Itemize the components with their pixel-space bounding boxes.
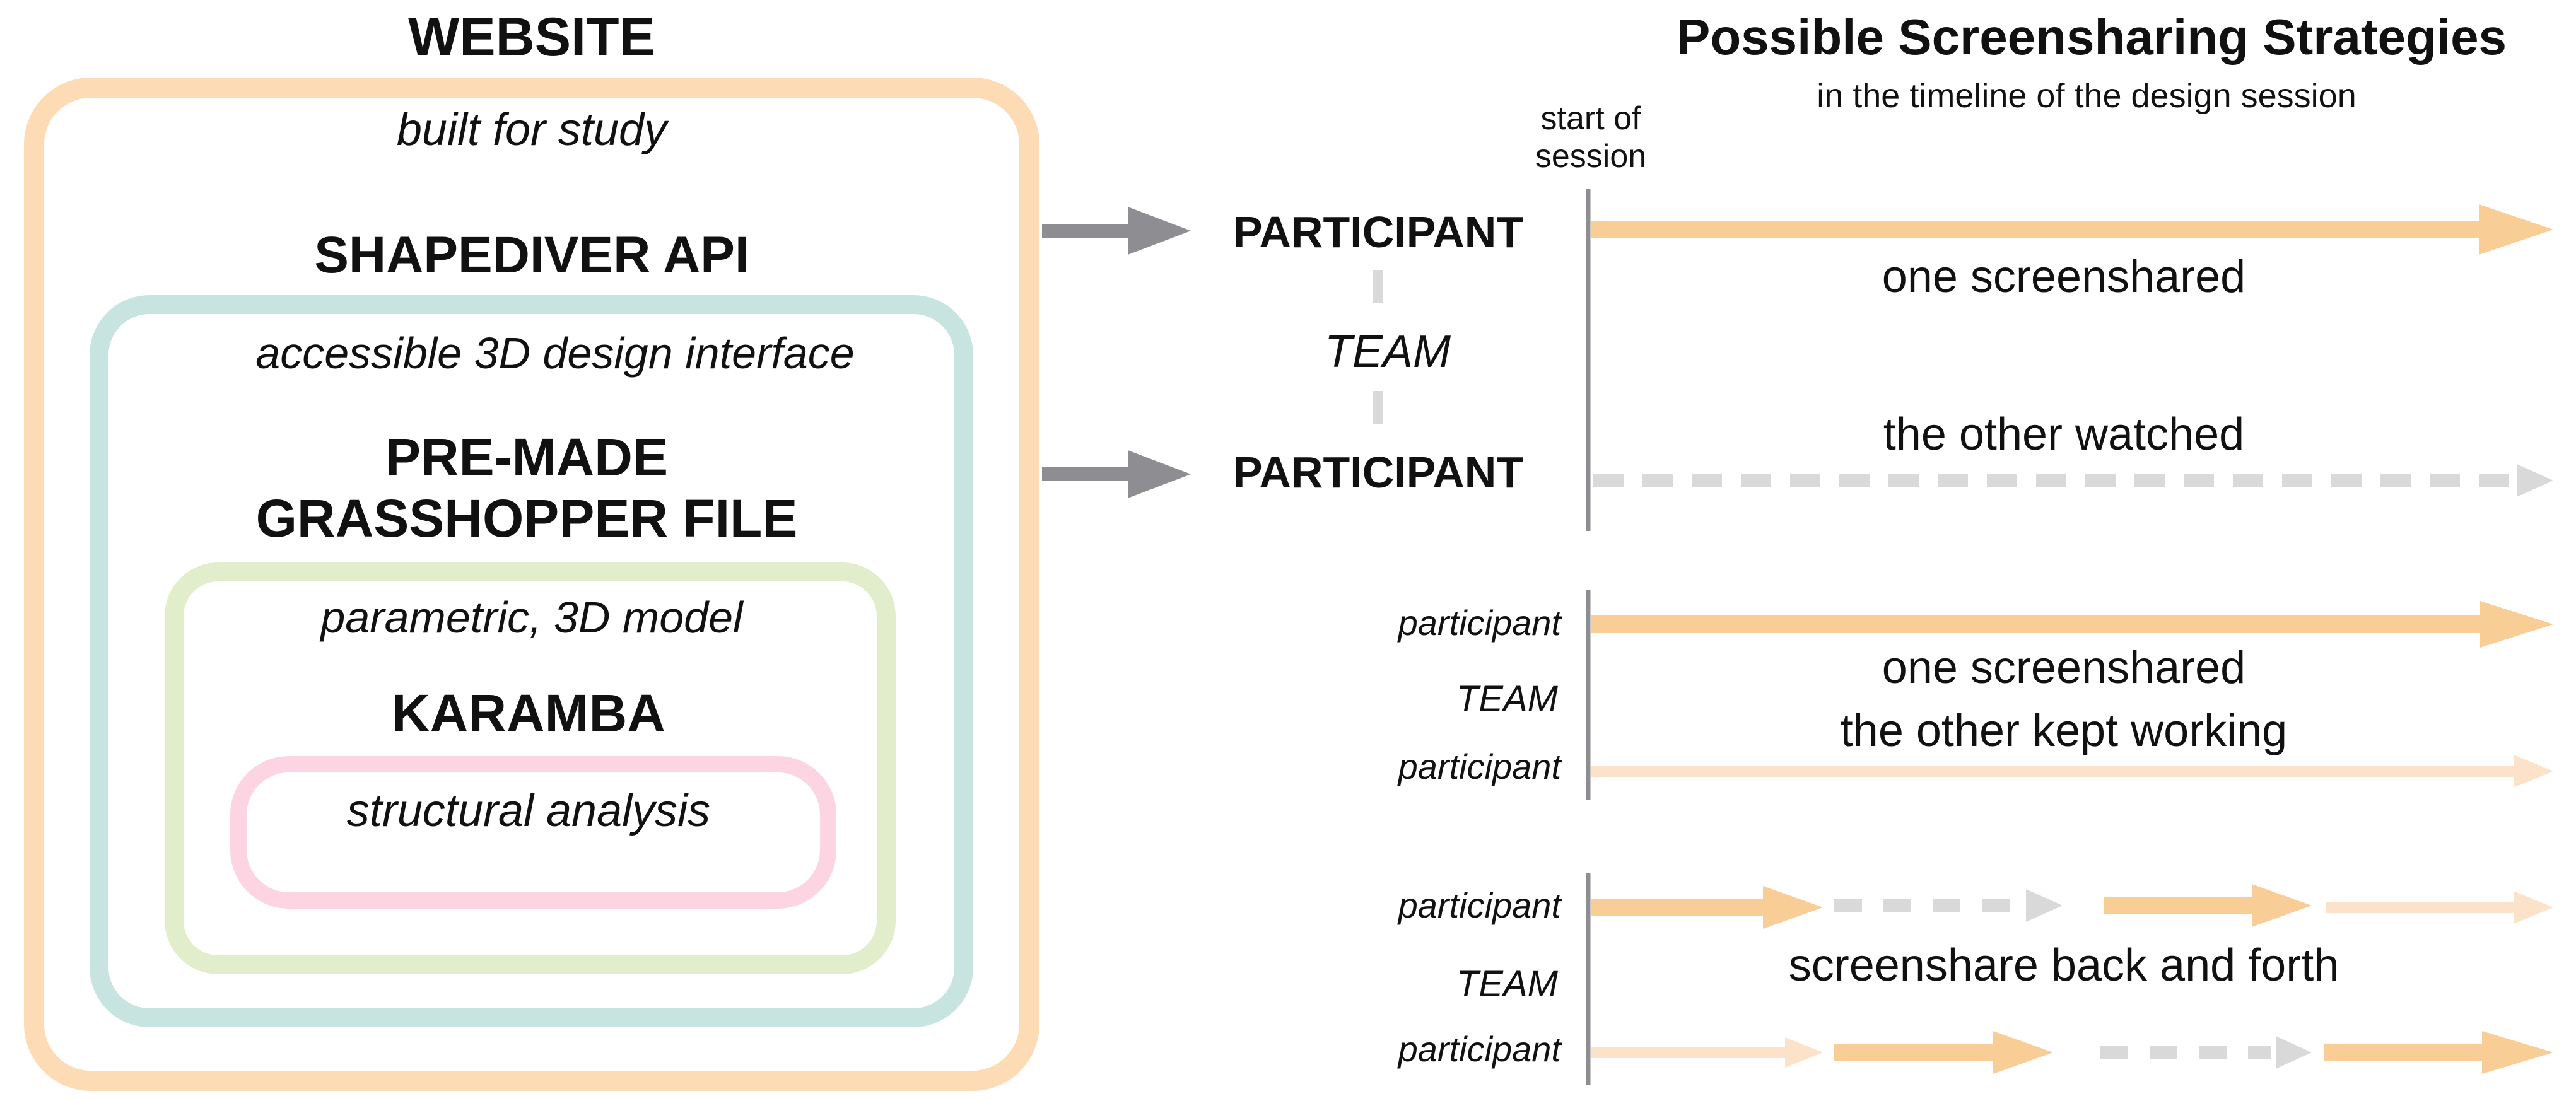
s3-bottom-segment-3: [2100, 1036, 2312, 1069]
s2-bottom-timeline-arrow: [1591, 755, 2553, 788]
s3-top-segment-3: [2104, 884, 2312, 927]
shapediver-box: [90, 295, 973, 1027]
start-label-line2: session: [1535, 138, 1646, 175]
karamba-title: KARAMBA: [392, 684, 665, 743]
connector-arrow-top: [1042, 207, 1191, 255]
strategies-subtitle: in the timeline of the design session: [1817, 77, 2356, 115]
website-subtitle: built for study: [397, 105, 669, 155]
karamba-box: [230, 756, 836, 909]
s3-bottom-segment-4: [2324, 1031, 2553, 1074]
website-title: WEBSITE: [408, 7, 655, 67]
s3-top-segment-1: [1591, 886, 1823, 929]
strategy-1: PARTICIPANT TEAM PARTICIPANT one screens…: [1233, 189, 2553, 531]
s1-caption-top: one screenshared: [1882, 252, 2245, 302]
karamba-subtitle: structural analysis: [347, 786, 710, 836]
s1-caption-bottom: the other watched: [1883, 409, 2244, 460]
s1-top-timeline-arrow: [1591, 204, 2553, 255]
website-box: [24, 78, 1039, 1091]
s1-bottom-participant-label: PARTICIPANT: [1233, 448, 1523, 497]
s3-top-segment-2: [1834, 889, 2063, 922]
grasshopper-box: [165, 562, 896, 974]
s2-top-timeline-arrow: [1591, 601, 2553, 648]
strategy-3: participant TEAM participant screenshare…: [1397, 873, 2553, 1085]
grasshopper-subtitle: parametric, 3D model: [319, 593, 744, 642]
s3-top-segment-4: [2326, 891, 2553, 924]
s3-caption: screenshare back and forth: [1789, 940, 2339, 991]
s2-team-label: TEAM: [1456, 679, 1559, 719]
s2-bottom-participant-label: participant: [1397, 747, 1563, 786]
s3-bottom-segment-2: [1834, 1031, 2053, 1074]
strategies-title: Possible Screensharing Strategies: [1677, 9, 2507, 65]
start-label-line1: start of: [1541, 100, 1641, 137]
s3-bottom-segment-1: [1591, 1037, 1823, 1068]
s3-bottom-participant-label: participant: [1397, 1029, 1563, 1069]
s3-top-participant-label: participant: [1397, 885, 1563, 925]
strategy-2: participant TEAM participant one screens…: [1397, 590, 2553, 800]
s3-team-label: TEAM: [1456, 964, 1559, 1005]
shapediver-subtitle: accessible 3D design interface: [255, 329, 854, 378]
connector-arrow-bottom: [1042, 450, 1191, 498]
shapediver-title: SHAPEDIVER API: [314, 226, 749, 284]
s2-caption-line1: one screenshared: [1882, 643, 2245, 693]
s2-caption-line2: the other kept working: [1841, 706, 2287, 756]
s1-bottom-timeline-arrow: [1593, 464, 2553, 497]
s2-top-participant-label: participant: [1397, 603, 1563, 643]
s1-top-participant-label: PARTICIPANT: [1233, 207, 1523, 257]
s1-team-label: TEAM: [1325, 327, 1451, 377]
grasshopper-title-line1: PRE-MADE: [385, 428, 668, 487]
grasshopper-title-line2: GRASSHOPPER FILE: [256, 489, 798, 548]
